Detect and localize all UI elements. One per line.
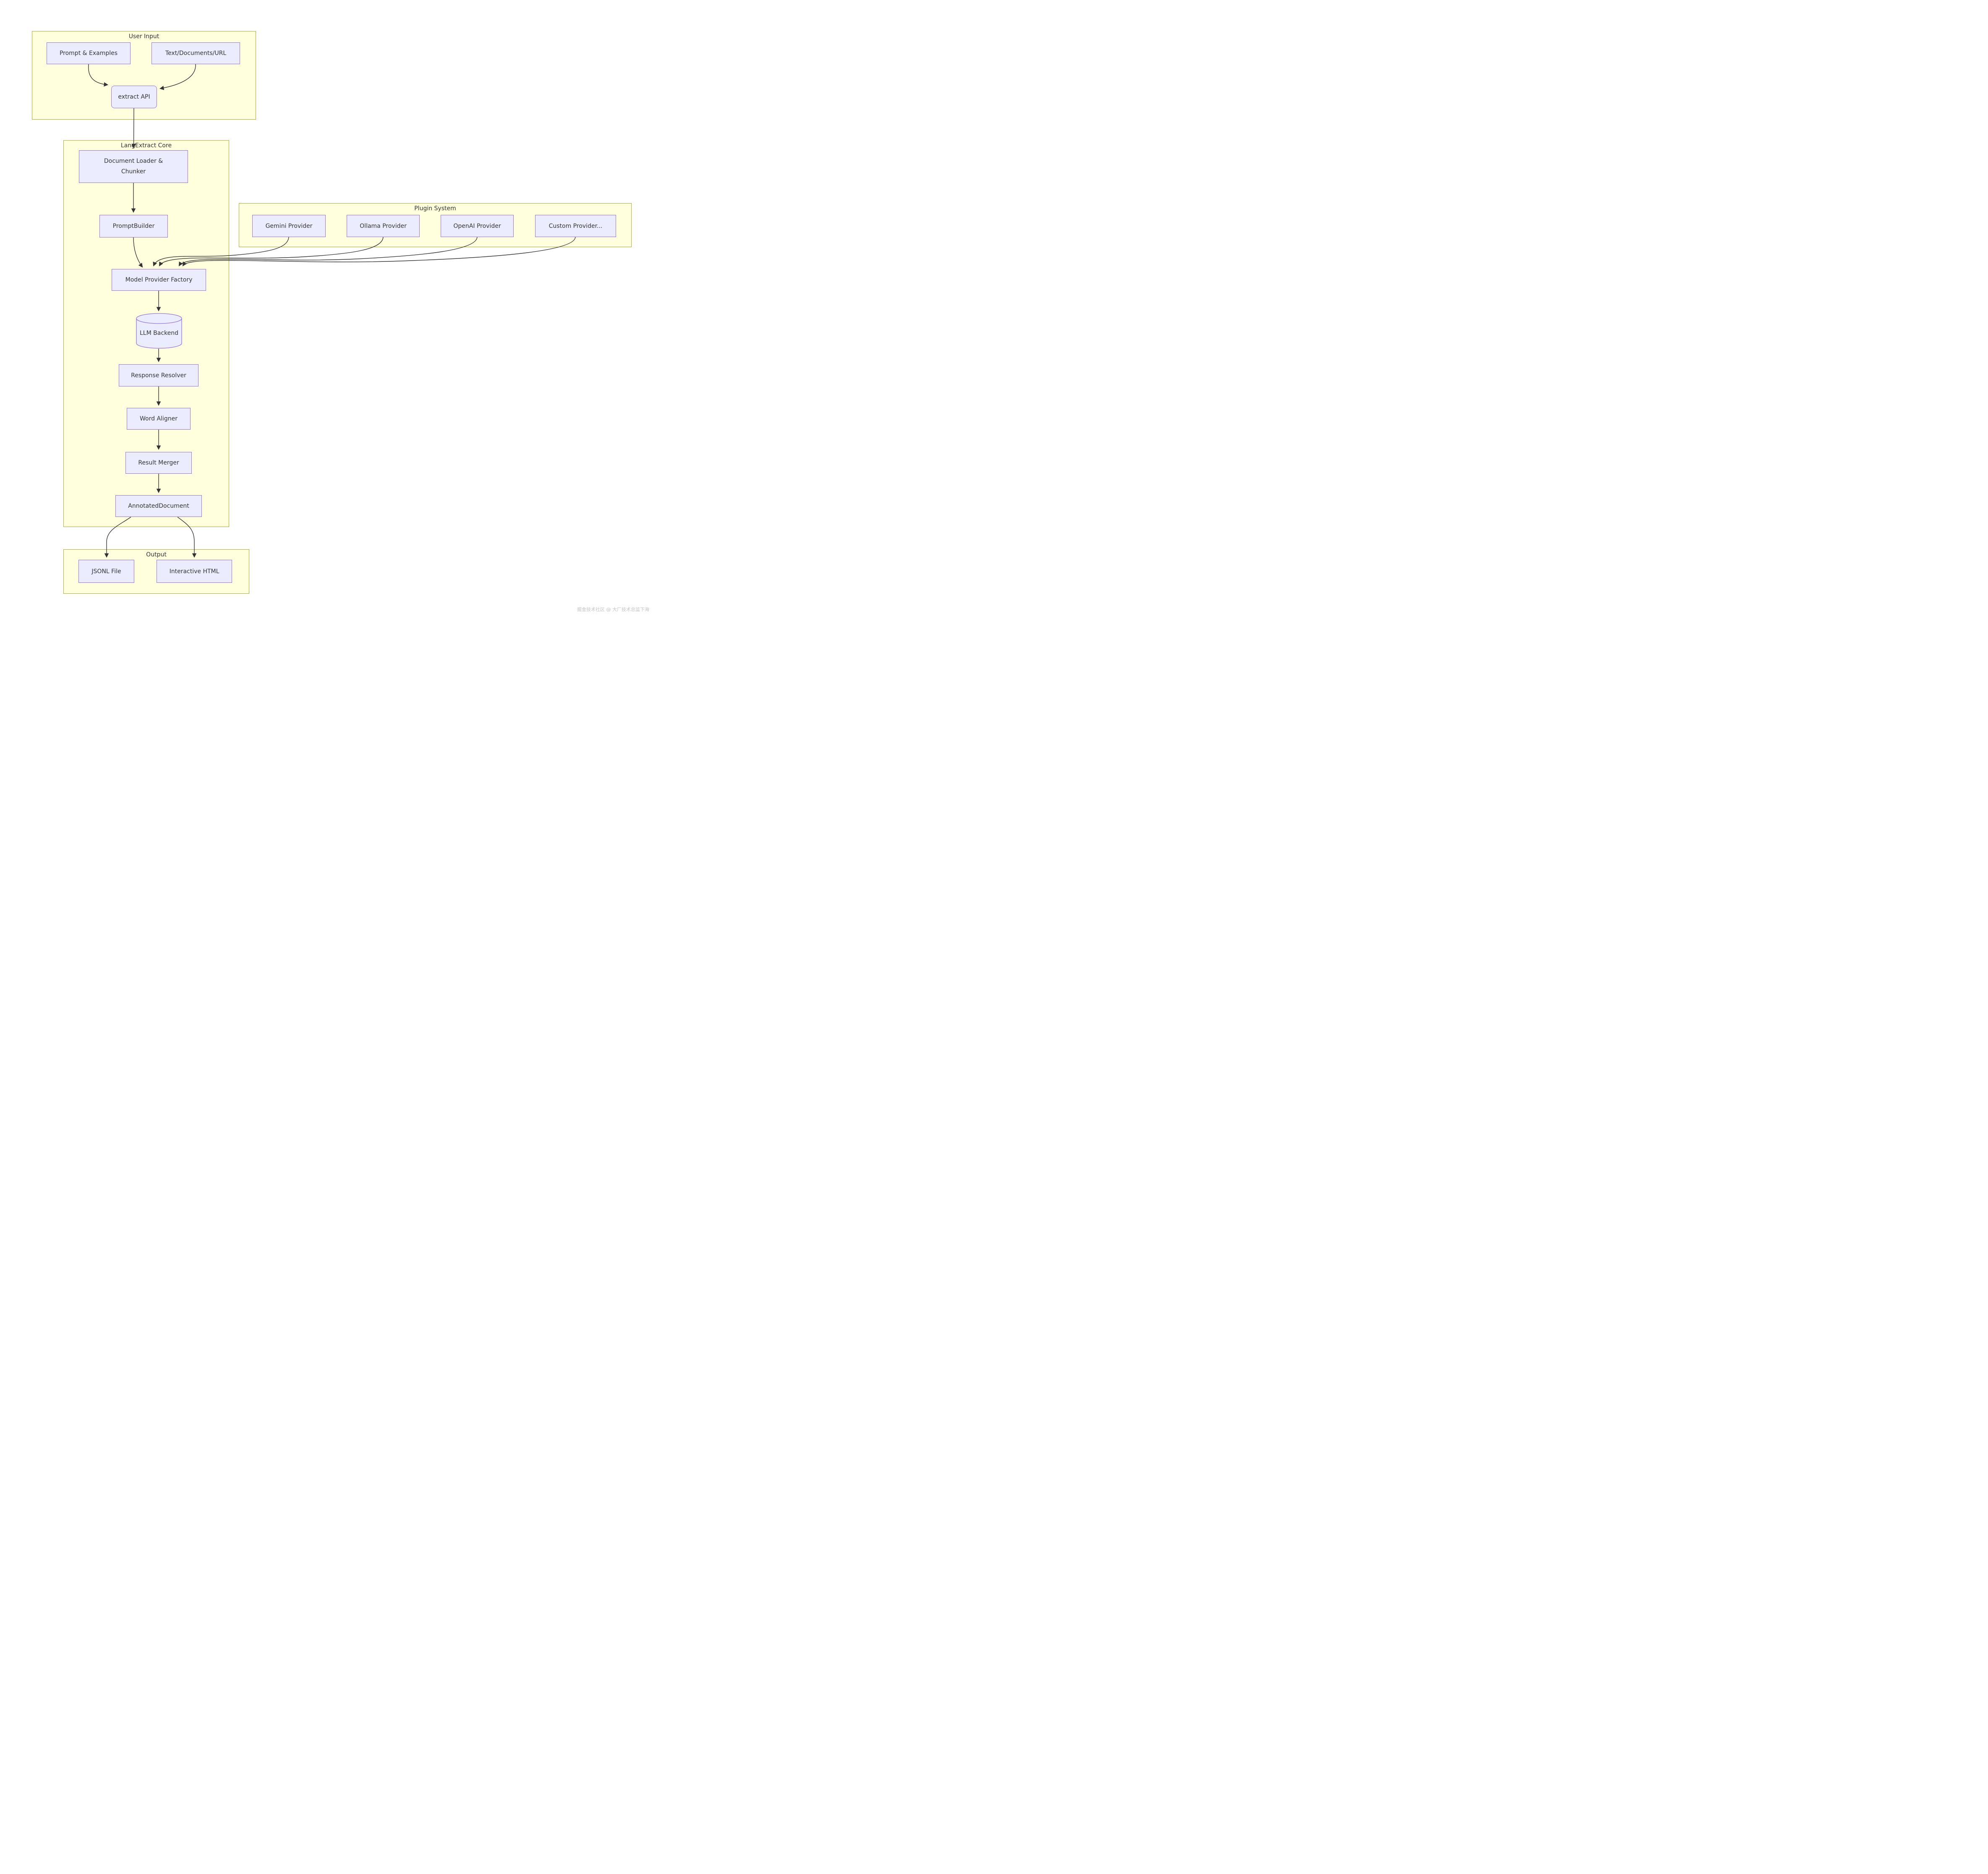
node-response-resolver-label: Response Resolver <box>131 372 186 379</box>
flowchart-canvas: User Input LangExtract Core Plugin Syste… <box>0 0 663 625</box>
node-word-aligner: Word Aligner <box>127 408 191 430</box>
node-annotated-document: AnnotatedDocument <box>115 495 202 517</box>
watermark-text: 掘金技术社区 @ 大厂技术总监下海 <box>577 607 649 612</box>
node-custom-provider: Custom Provider... <box>535 215 616 237</box>
node-word-aligner-label: Word Aligner <box>140 415 178 422</box>
node-model-provider-factory: Model Provider Factory <box>112 269 206 291</box>
node-openai-provider-label: OpenAI Provider <box>453 222 501 230</box>
node-extract-api: extract API <box>111 86 157 108</box>
node-llm-backend-label: LLM Backend <box>140 330 178 337</box>
node-custom-provider-label: Custom Provider... <box>549 222 603 230</box>
node-model-provider-factory-label: Model Provider Factory <box>125 277 193 283</box>
group-user-input-title: User Input <box>128 33 159 40</box>
node-document-loader-chunker: Document Loader & Chunker <box>79 150 188 183</box>
node-text-documents-url: Text/Documents/URL <box>152 42 240 64</box>
node-annotated-document-label: AnnotatedDocument <box>128 503 189 509</box>
node-jsonl-file-label: JSONL File <box>91 568 121 575</box>
node-prompt-examples: Prompt & Examples <box>47 42 131 64</box>
group-plugin-system-title: Plugin System <box>414 205 456 212</box>
llm-backend-cylinder-shape <box>136 313 182 349</box>
group-langextract-core-title: LangExtract Core <box>120 142 172 149</box>
node-document-loader-line1: Document Loader & <box>104 157 163 164</box>
node-promptbuilder: PromptBuilder <box>99 215 168 238</box>
node-promptbuilder-label: PromptBuilder <box>112 223 155 230</box>
node-jsonl-file: JSONL File <box>78 560 134 583</box>
node-openai-provider: OpenAI Provider <box>441 215 514 237</box>
node-gemini-provider-label: Gemini Provider <box>265 222 313 230</box>
node-prompt-examples-label: Prompt & Examples <box>59 50 118 57</box>
node-ollama-provider-label: Ollama Provider <box>360 222 407 230</box>
node-extract-api-label: extract API <box>118 94 150 100</box>
node-response-resolver: Response Resolver <box>119 364 199 386</box>
node-ollama-provider: Ollama Provider <box>347 215 420 237</box>
node-document-loader-line2: Chunker <box>121 168 146 175</box>
node-llm-backend: LLM Backend <box>136 313 182 349</box>
node-result-merger-label: Result Merger <box>138 459 179 466</box>
node-interactive-html-label: Interactive HTML <box>169 568 219 575</box>
group-output-title: Output <box>146 551 167 558</box>
node-text-documents-url-label: Text/Documents/URL <box>165 50 227 57</box>
node-result-merger: Result Merger <box>125 452 192 474</box>
node-gemini-provider: Gemini Provider <box>252 215 326 237</box>
node-interactive-html: Interactive HTML <box>157 560 232 583</box>
